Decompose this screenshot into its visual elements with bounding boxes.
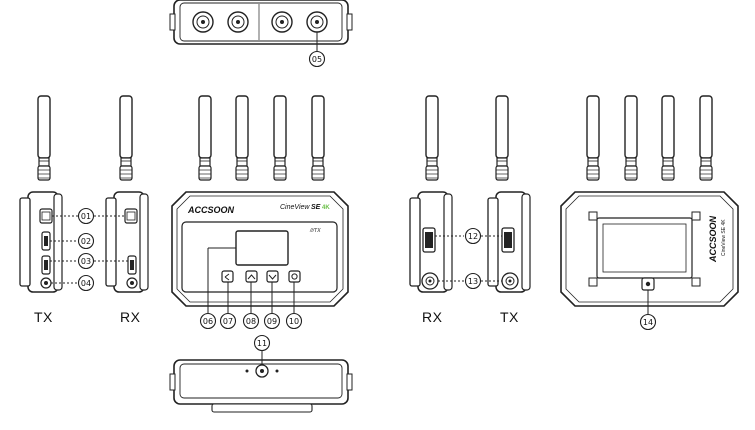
front-leader-lines (207, 247, 295, 313)
top-edge-view (169, 0, 353, 52)
front-view: ACCSOON CineView SE 4K ///TX (171, 95, 349, 307)
front-model-text: CineView (280, 204, 310, 211)
sma-connector (227, 11, 249, 33)
callout-01-label: 01 (81, 212, 91, 221)
callout-03-label: 03 (81, 257, 91, 266)
callout-06: 06 (199, 312, 217, 330)
callout-03: 03 (77, 252, 95, 270)
callout-11: 11 (253, 334, 271, 352)
front-mode-mark: ///TX (309, 228, 321, 234)
front-model-badge: SE (311, 204, 321, 211)
back-model-line: CineView SE 4K (721, 219, 727, 256)
right-rx-side-view (409, 95, 453, 293)
callout-14-label: 14 (643, 318, 653, 327)
bottom-edge-view (169, 351, 353, 413)
callout-08: 08 (242, 312, 260, 330)
left-rx-label: RX (120, 309, 141, 325)
sma-connector (271, 11, 293, 33)
right-rx-label: RX (422, 309, 443, 325)
callout-markers: 01 02 03 04 05 06 07 08 (77, 50, 657, 352)
right-tx-label: TX (500, 309, 519, 325)
right-leader-lines (435, 235, 502, 282)
callout-12: 12 (464, 227, 482, 245)
back-brand-text: ACCSOON (708, 215, 718, 263)
callout-06-label: 06 (203, 317, 213, 326)
callout-09: 09 (263, 312, 281, 330)
callout-07-label: 07 (223, 317, 233, 326)
left-tx-label: TX (34, 309, 53, 325)
callout-02-label: 02 (81, 237, 91, 246)
callout-12-label: 12 (468, 232, 478, 241)
front-model-badge-suffix: 4K (322, 205, 330, 211)
sma-connector (192, 11, 214, 33)
callout-13-label: 13 (468, 277, 478, 286)
right-tx-side-view (487, 95, 531, 293)
callout-10-label: 10 (289, 317, 299, 326)
callout-14: 14 (639, 313, 657, 331)
callout-13: 13 (464, 272, 482, 290)
callout-04-label: 04 (81, 279, 91, 288)
front-brand-text: ACCSOON (187, 205, 235, 215)
callout-01: 01 (77, 207, 95, 225)
callout-05-label: 05 (312, 55, 322, 64)
left-tx-side-view (19, 95, 63, 293)
callout-09-label: 09 (267, 317, 277, 326)
left-rx-side-view (105, 95, 149, 293)
back-view: ACCSOON CineView SE 4K (560, 95, 739, 314)
callout-05: 05 (308, 50, 326, 68)
callout-07: 07 (219, 312, 237, 330)
callout-11-label: 11 (257, 339, 267, 348)
callout-04: 04 (77, 274, 95, 292)
callout-08-label: 08 (246, 317, 256, 326)
sma-connector (306, 11, 328, 33)
callout-10: 10 (285, 312, 303, 330)
left-leader-lines (50, 215, 128, 284)
callout-02: 02 (77, 232, 95, 250)
